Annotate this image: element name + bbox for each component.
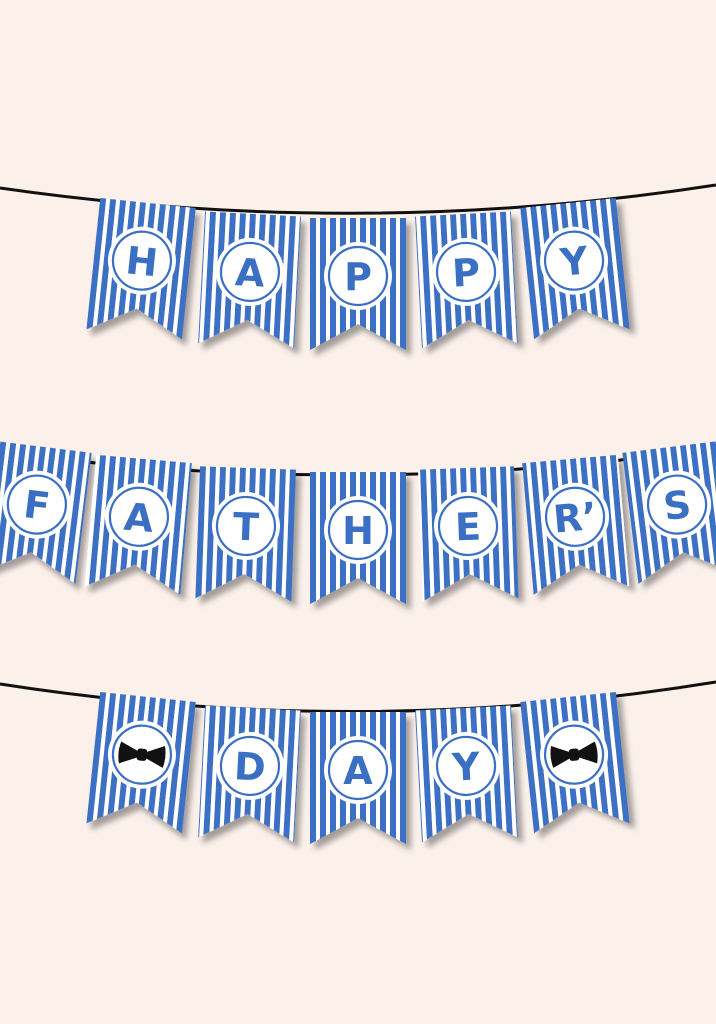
flag-circle-ring — [215, 495, 277, 557]
flag-circle-ring — [108, 486, 170, 547]
bowtie-icon — [118, 741, 166, 768]
flag-day-1 — [86, 691, 196, 834]
flag-circle — [2, 470, 71, 539]
flag-letter: D — [233, 744, 267, 790]
flag-circle-ring — [6, 474, 68, 535]
flag-circle — [324, 242, 392, 310]
flag-circle-ring — [544, 486, 606, 547]
flag-letter: H — [342, 509, 374, 553]
flag-circle-ring — [111, 724, 173, 785]
flag-circle-ring — [219, 241, 281, 303]
flag-circle-ring — [327, 499, 389, 561]
flag-happy-3: P — [310, 218, 406, 350]
flag-circle — [215, 731, 284, 800]
flag-circle — [432, 731, 501, 800]
flag-circle-ring — [435, 735, 497, 797]
flag-letter: A — [234, 250, 266, 296]
flag-happy-1: H — [86, 197, 196, 340]
flag-letter: F — [21, 482, 52, 529]
flag-fathers-1: F — [0, 441, 92, 584]
flag-circle — [643, 470, 712, 539]
flag-fathers-2: A — [84, 454, 192, 595]
flag-fathers-7: S — [622, 441, 716, 584]
flag-letter: S — [661, 482, 694, 529]
flag-circle — [540, 226, 609, 295]
flag-circle-ring — [111, 230, 173, 291]
flag-circle-ring — [437, 495, 499, 557]
flag-day-5 — [520, 691, 630, 834]
flag-fathers-3: T — [195, 466, 296, 602]
flag-letter: R’ — [551, 494, 598, 542]
flag-circle — [432, 237, 501, 306]
flag-happy-4: P — [415, 211, 518, 349]
flag-circle-ring — [327, 245, 389, 307]
flag-circle-ring — [543, 230, 605, 291]
flag-circle — [215, 237, 284, 306]
flag-letter: P — [451, 250, 481, 295]
flag-circle-ring — [327, 739, 389, 801]
flag-circle — [324, 736, 392, 804]
banner-fathers: F A T H E R’ S — [0, 441, 716, 604]
flag-circle — [434, 491, 503, 560]
flag-fathers-6: R’ — [522, 454, 630, 595]
flag-letter: T — [232, 505, 260, 550]
flag-circle-ring — [646, 474, 708, 535]
bowtie-icon — [550, 741, 598, 768]
flag-letter: Y — [557, 238, 590, 285]
flag-circle — [107, 226, 176, 295]
flag-circle — [541, 482, 610, 551]
flag-letter: H — [124, 238, 160, 285]
flag-happy-2: A — [198, 211, 301, 349]
flag-circle-ring — [543, 724, 605, 785]
flag-letter: P — [344, 255, 372, 299]
flag-letter: A — [343, 749, 373, 793]
flag-circle-ring — [435, 241, 497, 303]
flag-circle — [104, 482, 173, 551]
flag-day-4: Y — [415, 705, 518, 843]
flag-day-2: D — [198, 705, 301, 843]
flag-letter: Y — [450, 744, 481, 789]
flag-circle — [324, 496, 392, 564]
flag-happy-5: Y — [520, 197, 630, 340]
flag-circle-ring — [219, 735, 281, 797]
flag-fathers-5: E — [418, 466, 519, 602]
flag-fathers-4: H — [310, 472, 406, 604]
flag-letter: E — [454, 505, 481, 550]
flag-day-3: A — [310, 712, 406, 844]
flag-circle — [211, 491, 280, 560]
flag-letter: A — [122, 495, 156, 541]
